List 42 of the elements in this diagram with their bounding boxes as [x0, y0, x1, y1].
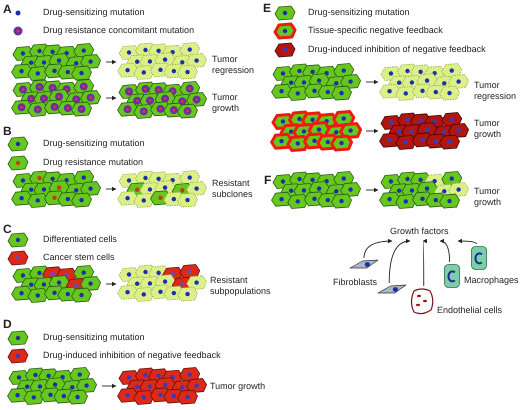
panel-letter: E: [263, 2, 272, 15]
arrow: [388, 239, 410, 284]
outcome-label: Endothelial cells: [437, 305, 504, 316]
arrow: [440, 239, 450, 262]
panel-letter: B: [3, 125, 12, 138]
outcome-label: Resistant subclones: [212, 178, 254, 200]
legend-text: Cancer stem cells: [43, 252, 115, 263]
panel-letter: D: [3, 318, 12, 331]
legend-text: Drug-sensitizing mutation: [43, 7, 145, 18]
arrow: [364, 238, 392, 258]
arrow: [102, 384, 116, 388]
outcome-label: Resistant subpopulations: [210, 275, 272, 297]
arrow: [366, 128, 378, 134]
outcome-label: Tumor growth: [212, 92, 240, 114]
legend-text: Drug-sensitizing mutation: [43, 138, 145, 149]
legend-text: Drug-induced inhibition of negative feedback: [43, 350, 221, 361]
arrow: [366, 80, 378, 84]
legend-text: Drug resistance mutation: [43, 157, 144, 168]
arrow: [422, 240, 427, 286]
arrow: [106, 96, 116, 100]
arrow: [106, 282, 116, 286]
arrow: [106, 60, 116, 64]
panel-letter: F: [264, 174, 272, 187]
legend-text: Drug-sensitizing mutation: [43, 332, 145, 343]
outcome-label: Macrophages: [464, 275, 520, 286]
outcome-label: Tumor growth: [474, 118, 502, 140]
arrow: [366, 188, 378, 192]
outcome-label: Tumor regression: [474, 80, 518, 102]
outcome-label: Tumor growth: [474, 186, 502, 208]
legend-text: Differentiated cells: [43, 234, 117, 245]
panel-letter: A: [3, 3, 12, 16]
legend-text: Drug-sensitizing mutation: [308, 7, 410, 18]
legend-text: Drug-induced inhibition of negative feedback: [308, 44, 486, 55]
node-label: Growth factors: [390, 225, 449, 238]
arrow: [458, 238, 478, 244]
outcome-label: Fibroblasts: [333, 277, 378, 288]
panel-letter: C: [3, 223, 12, 236]
legend-text: Tissue-specific negative feedback: [308, 25, 443, 36]
outcome-label: Tumor growth: [210, 381, 266, 392]
arrow: [106, 186, 116, 192]
outcome-label: Tumor regression: [212, 54, 256, 76]
legend-text: Drug resistance concomitant mutation: [43, 25, 194, 36]
